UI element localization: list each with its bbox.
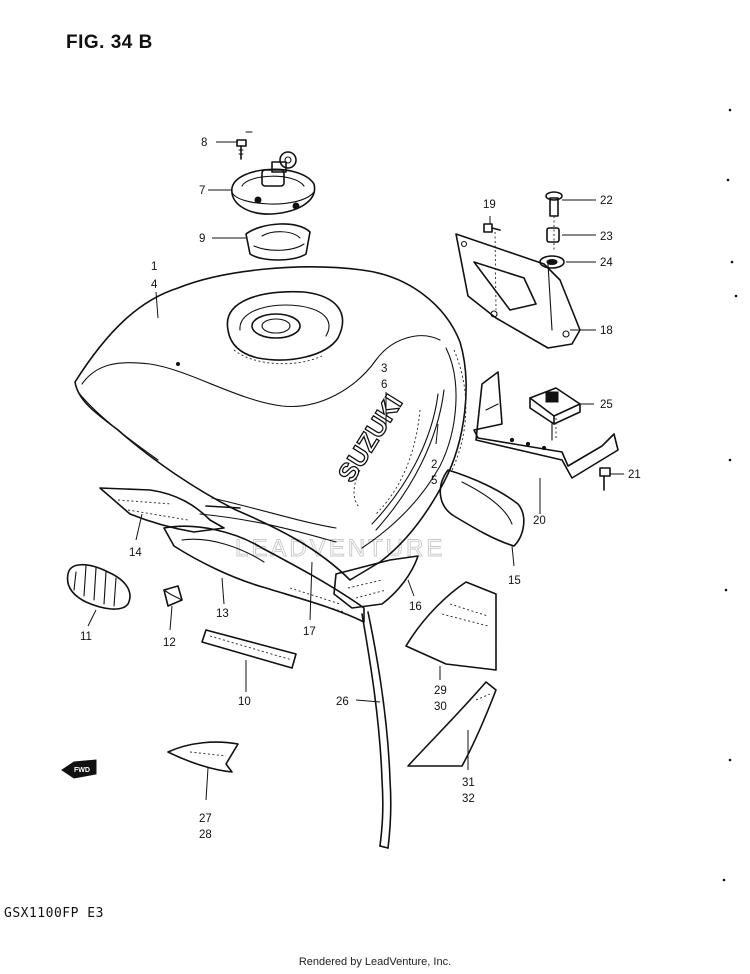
callout-32: 32 xyxy=(462,793,475,805)
part-26-trim xyxy=(361,611,392,849)
callout-25: 25 xyxy=(600,399,613,411)
callout-4: 4 xyxy=(151,279,158,291)
callout-14: 14 xyxy=(129,547,142,559)
callout-3: 3 xyxy=(381,363,387,375)
figure-title: FIG. 34 B xyxy=(66,32,153,53)
callout-20: 20 xyxy=(533,515,546,527)
suzuki-logo-emblem: SUZUKI xyxy=(332,389,409,487)
part-18-bracket xyxy=(455,233,581,349)
callout-30: 30 xyxy=(434,701,447,713)
model-code-label: GSX1100FP E3 xyxy=(4,906,104,921)
part-23-collar xyxy=(546,227,560,243)
part-1-fuel-tank xyxy=(74,266,467,581)
part-2-side-stripe xyxy=(371,389,445,531)
callout-2: 2 xyxy=(431,459,437,471)
part-7-fuel-cap xyxy=(231,151,316,215)
leader-lines xyxy=(87,141,624,801)
callout-31: 31 xyxy=(462,777,475,789)
assembly-guide-line xyxy=(494,231,497,311)
callout-9: 9 xyxy=(199,233,205,245)
part-21-bolt xyxy=(599,467,611,491)
callout-16: 16 xyxy=(409,601,422,613)
part-11-knee-pad xyxy=(66,563,131,610)
callout-23: 23 xyxy=(600,231,613,243)
callout-10: 10 xyxy=(238,696,251,708)
callout-12: 12 xyxy=(163,637,176,649)
part-10-trim-strip xyxy=(201,629,297,669)
callout-18: 18 xyxy=(600,325,613,337)
part-14-decal xyxy=(99,487,225,533)
part-8-screw xyxy=(236,131,253,160)
callout-28: 28 xyxy=(199,829,212,841)
callout-5: 5 xyxy=(431,475,437,487)
part-16-panel xyxy=(333,555,419,609)
part-29-decal xyxy=(405,581,497,671)
callout-7: 7 xyxy=(199,185,205,197)
svg-text:FWD: FWD xyxy=(74,767,90,774)
callout-8: 8 xyxy=(201,137,207,149)
part-31-decal xyxy=(407,681,497,767)
part-15-side-cover xyxy=(439,469,525,547)
callout-22: 22 xyxy=(600,195,613,207)
part-17-decal xyxy=(199,505,337,543)
scan-specks xyxy=(722,108,738,882)
watermark: LEADVENTURE xyxy=(235,535,445,562)
part-27-decal xyxy=(167,741,239,773)
callout-27: 27 xyxy=(199,813,212,825)
callout-1: 1 xyxy=(151,261,157,273)
callout-26: 26 xyxy=(336,696,349,708)
forward-arrow-icon: FWD xyxy=(61,759,97,779)
callout-13: 13 xyxy=(216,608,229,620)
callout-17: 17 xyxy=(303,626,316,638)
part-25-damper xyxy=(529,387,581,425)
callout-15: 15 xyxy=(508,575,521,587)
callout-21: 21 xyxy=(628,469,641,481)
callout-11: 11 xyxy=(80,631,92,643)
part-24-grommet xyxy=(539,255,565,269)
callout-24: 24 xyxy=(600,257,613,269)
part-12-cushion xyxy=(163,585,183,607)
part-20-bracket xyxy=(473,371,619,479)
part-22-bolt xyxy=(545,191,563,217)
rendered-by-footer: Rendered by LeadVenture, Inc. xyxy=(298,956,452,968)
callout-19: 19 xyxy=(483,199,496,211)
callout-6: 6 xyxy=(381,379,387,391)
callout-29: 29 xyxy=(434,685,447,697)
callout-labels: 8 7 9 1 4 3 6 2 5 14 13 17 16 15 11 12 1… xyxy=(80,137,641,841)
part-9-gasket-ring xyxy=(245,223,311,261)
part-19-bolt xyxy=(483,223,501,233)
